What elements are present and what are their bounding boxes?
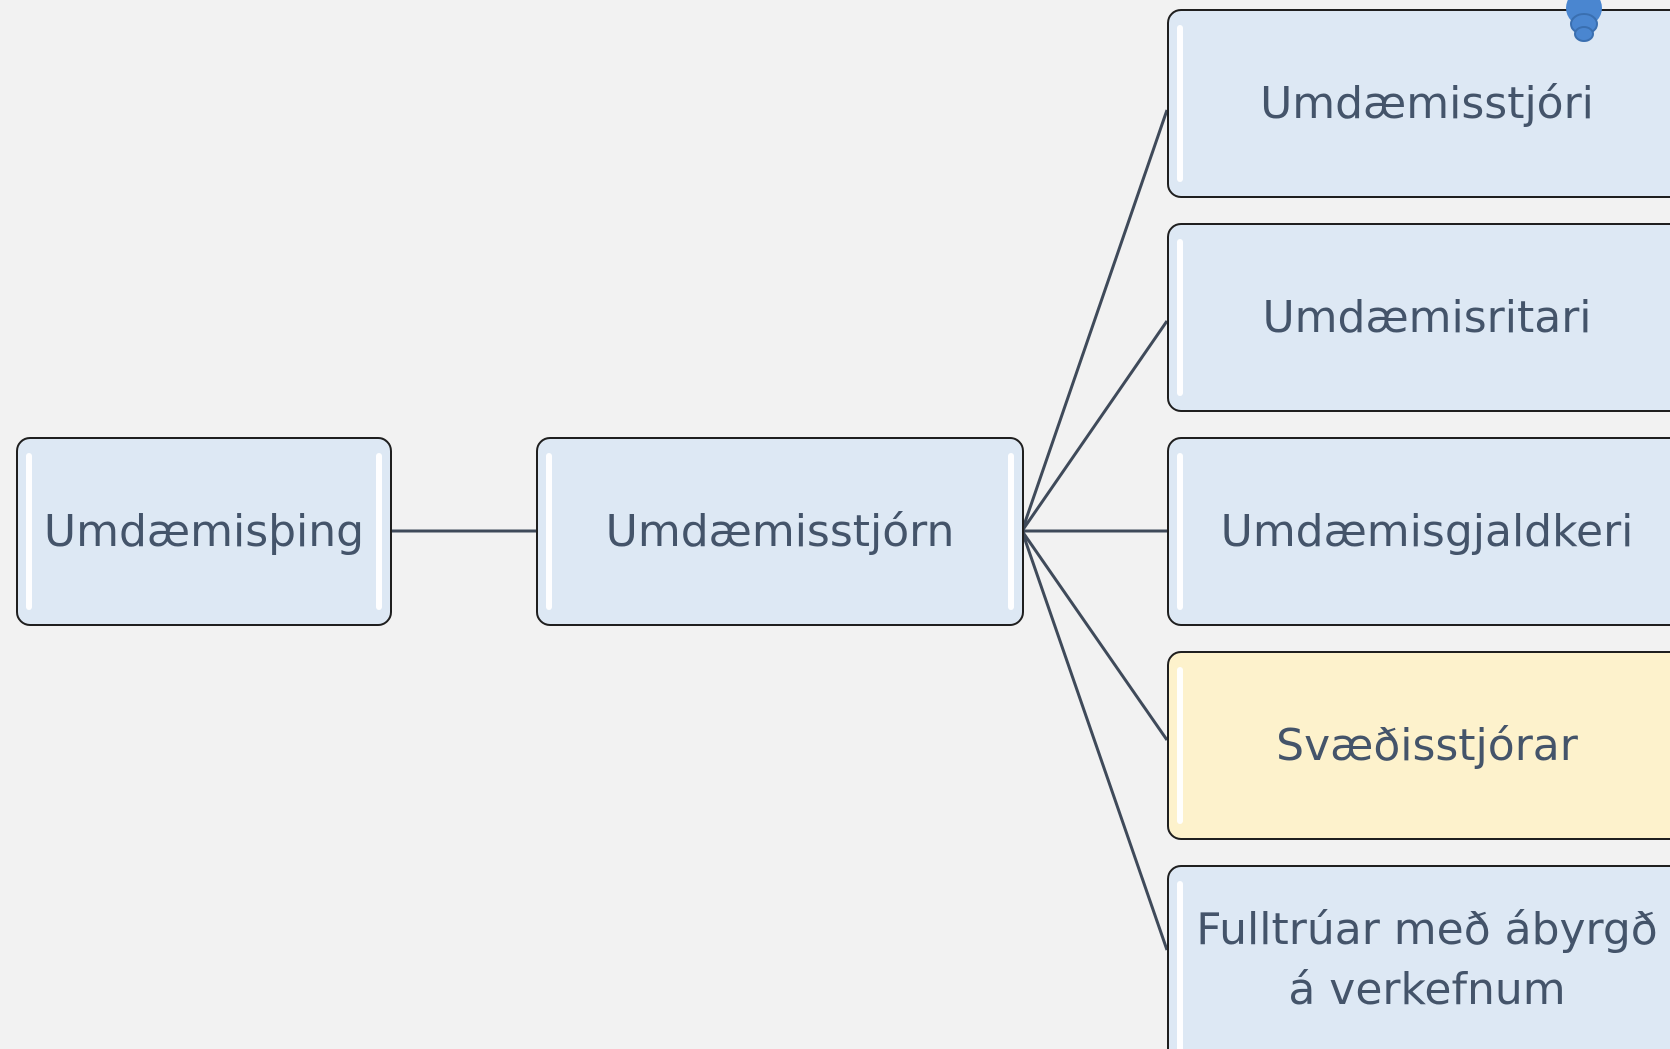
node-label: Umdæmisþing [43, 505, 365, 557]
node-label: Umdæmisstjórn [605, 505, 955, 557]
node-label: Umdæmisstjóri [1260, 77, 1594, 129]
node-umdaemisstjorn[interactable]: Umdæmisstjórn [536, 437, 1024, 626]
node-label: Umdæmisritari [1262, 291, 1592, 343]
connector-board-c5 [1020, 530, 1169, 951]
node-label: Umdæmisgjaldkeri [1220, 505, 1634, 557]
node-umdaemisstjori[interactable]: Umdæmisstjóri [1167, 9, 1670, 198]
node-label: Svæðisstjórar [1276, 719, 1578, 771]
node-label: Fulltrúar með ábyrgð á verkefnum [1196, 904, 1658, 1015]
node-svaedisstjorar[interactable]: Svæðisstjórar [1167, 651, 1670, 840]
connector-board-c1 [1020, 109, 1169, 532]
node-umdaemisgjaldkeri[interactable]: Umdæmisgjaldkeri [1167, 437, 1670, 626]
connector-board-c2 [1020, 320, 1169, 532]
node-fulltruar[interactable]: Fulltrúar með ábyrgð á verkefnum [1167, 865, 1670, 1049]
node-umdaemisthing[interactable]: Umdæmisþing [16, 437, 392, 626]
map-pin-icon[interactable] [1562, 0, 1606, 46]
node-umdaemisritari[interactable]: Umdæmisritari [1167, 223, 1670, 412]
connector-board-c4 [1020, 530, 1169, 741]
